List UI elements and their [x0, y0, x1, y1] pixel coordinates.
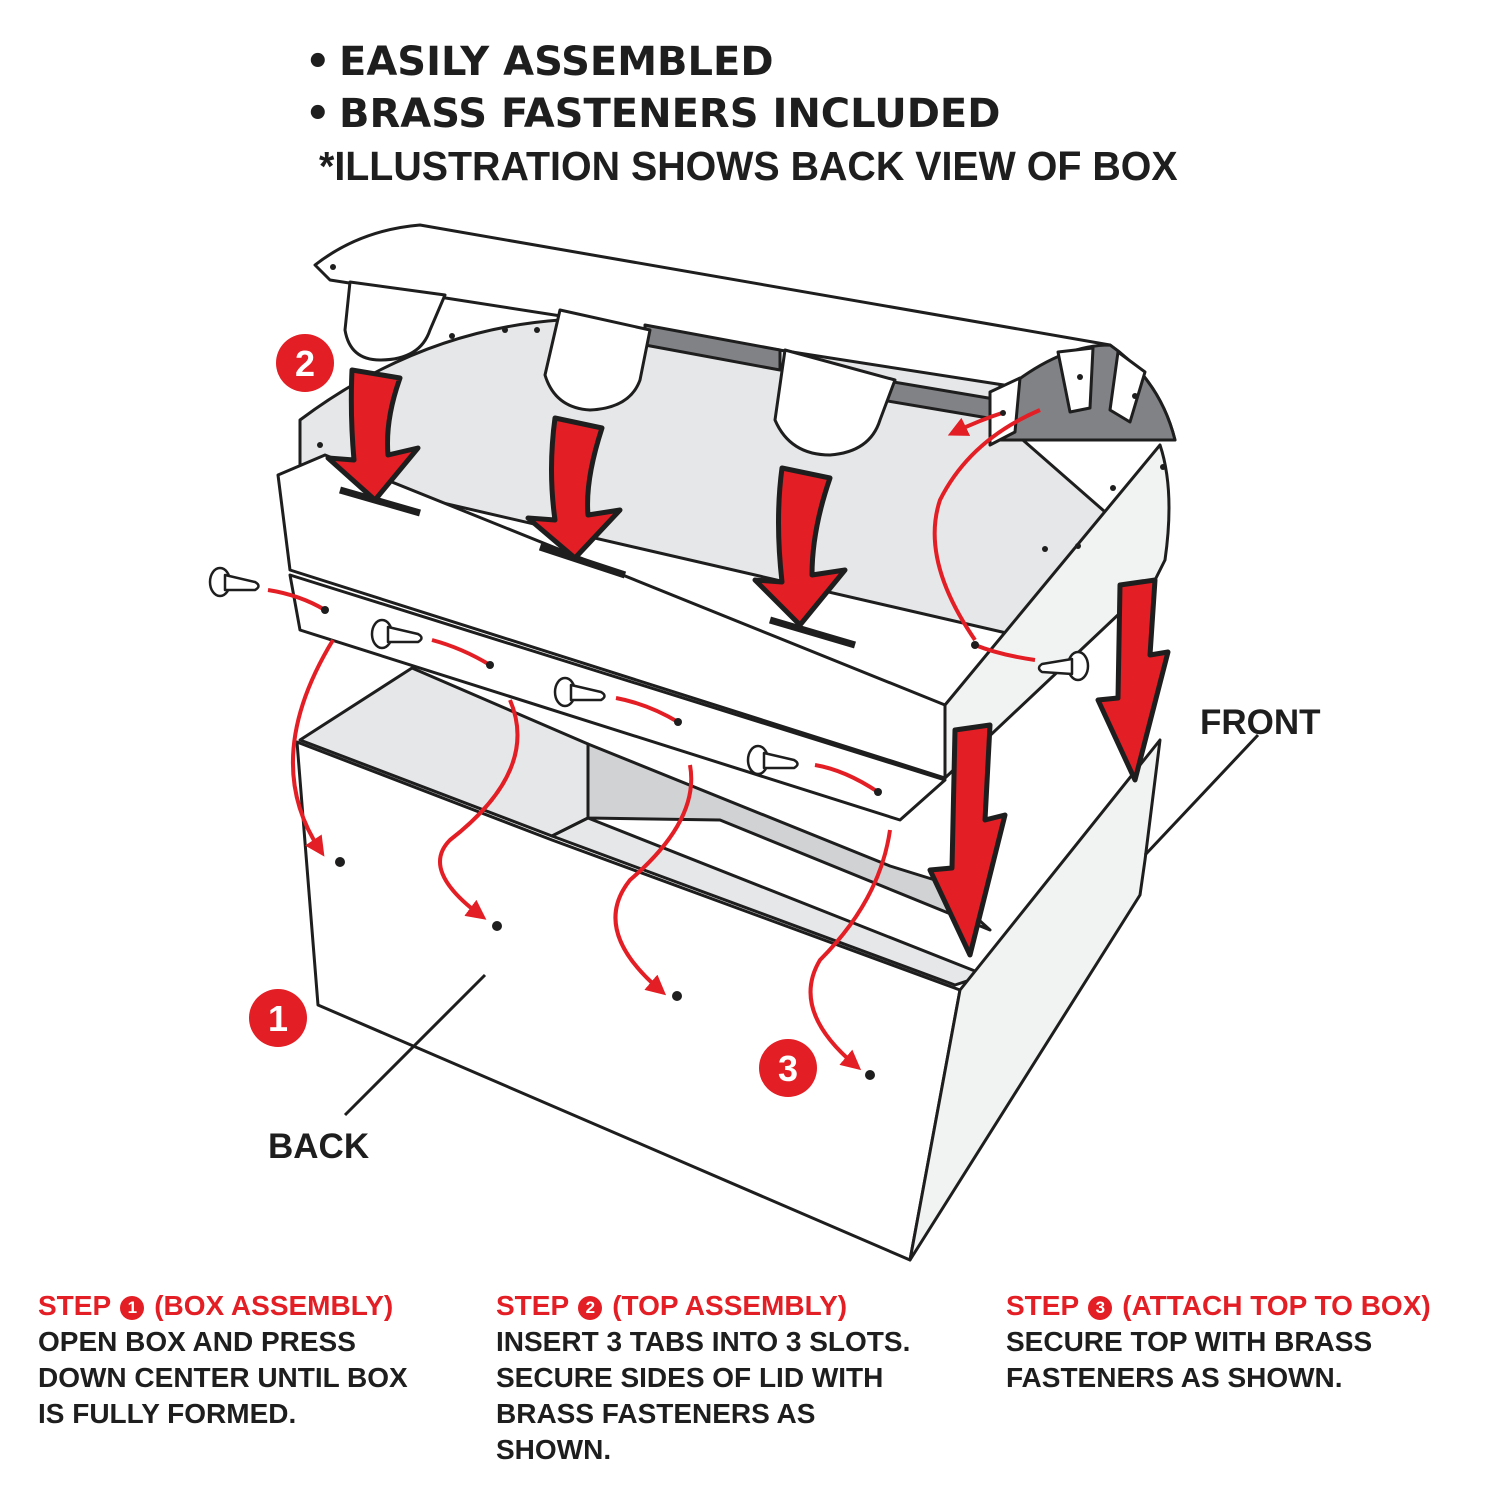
- step-marker-1: [249, 989, 307, 1047]
- step-number-icon: 1: [120, 1296, 145, 1320]
- back-leader-line: [343, 973, 487, 1117]
- lid-end-tab: [1108, 350, 1147, 424]
- marker-label: 3: [778, 1048, 798, 1089]
- step-marker-2: [276, 334, 334, 392]
- lid-tab: [543, 308, 652, 412]
- brass-fastener-icon: [208, 566, 260, 598]
- step-title: STEP 1 (BOX ASSEMBLY): [38, 1290, 394, 1321]
- down-arrow: [927, 722, 1008, 958]
- marker-label: 1: [268, 998, 288, 1039]
- bullet-icon: •: [305, 39, 331, 85]
- fastener-holes: [317, 264, 1166, 1080]
- tab-arrows: [325, 367, 1171, 958]
- brass-fasteners: [208, 566, 1090, 776]
- step-body: INSERT 3 TABS INTO 3 SLOTS. SECURE SIDES…: [496, 1326, 911, 1465]
- step-2: STEP 2 (TOP ASSEMBLY) INSERT 3 TABS INTO…: [496, 1288, 910, 1468]
- lid-side-end: [943, 443, 1171, 780]
- slot-bar: [339, 486, 421, 517]
- marker-label: 2: [295, 343, 315, 384]
- step-1: STEP 1 (BOX ASSEMBLY) OPEN BOX AND PRESS…: [38, 1288, 408, 1432]
- brass-fastener-icon: [553, 676, 606, 708]
- down-arrow: [1095, 577, 1171, 783]
- lid-end-tab: [1056, 346, 1095, 414]
- brass-fastener-icon: [746, 744, 799, 776]
- step-body: SECURE TOP WITH BRASS FASTENERS AS SHOWN…: [1006, 1326, 1373, 1393]
- brass-fastener-icon: [1037, 650, 1090, 682]
- bullet-icon: •: [305, 91, 331, 137]
- down-arrow: [325, 367, 421, 503]
- step-number-icon: 3: [1088, 1296, 1113, 1320]
- back-label: BACK: [268, 1127, 370, 1166]
- slot-bar: [538, 543, 627, 579]
- step-3: STEP 3 (ATTACH TOP TO BOX) SECURE TOP WI…: [1006, 1288, 1431, 1396]
- step-body: OPEN BOX AND PRESS DOWN CENTER UNTIL BOX…: [38, 1326, 408, 1429]
- step-title: STEP 2 (TOP ASSEMBLY): [496, 1290, 848, 1321]
- down-arrow: [752, 465, 848, 628]
- step-markers: 1 2 3: [249, 334, 817, 1097]
- brass-fastener-icon: [370, 618, 423, 650]
- lid-tab: [343, 280, 447, 362]
- feature-item: •EASILY ASSEMBLED: [305, 36, 1213, 88]
- step-number-icon: 2: [578, 1296, 603, 1320]
- lid: [276, 223, 1177, 822]
- front-label: FRONT: [1200, 703, 1321, 742]
- lid-tab: [773, 348, 897, 457]
- feature-item: •BRASS FASTENERS INCLUDED: [305, 88, 1213, 140]
- step-title: STEP 3 (ATTACH TOP TO BOX): [1006, 1290, 1431, 1321]
- illustration-note: *ILLUSTRATION SHOWS BACK VIEW OF BOX: [319, 143, 1178, 189]
- down-arrow: [525, 415, 623, 561]
- step-marker-3: [759, 1039, 817, 1097]
- slot-bar: [769, 616, 856, 649]
- box-side-panel: [908, 738, 1162, 1262]
- fastener-paths: [267, 408, 1041, 1071]
- feature-list: •EASILY ASSEMBLED •BRASS FASTENERS INCLU…: [305, 36, 1213, 192]
- front-leader-line: [1143, 733, 1260, 857]
